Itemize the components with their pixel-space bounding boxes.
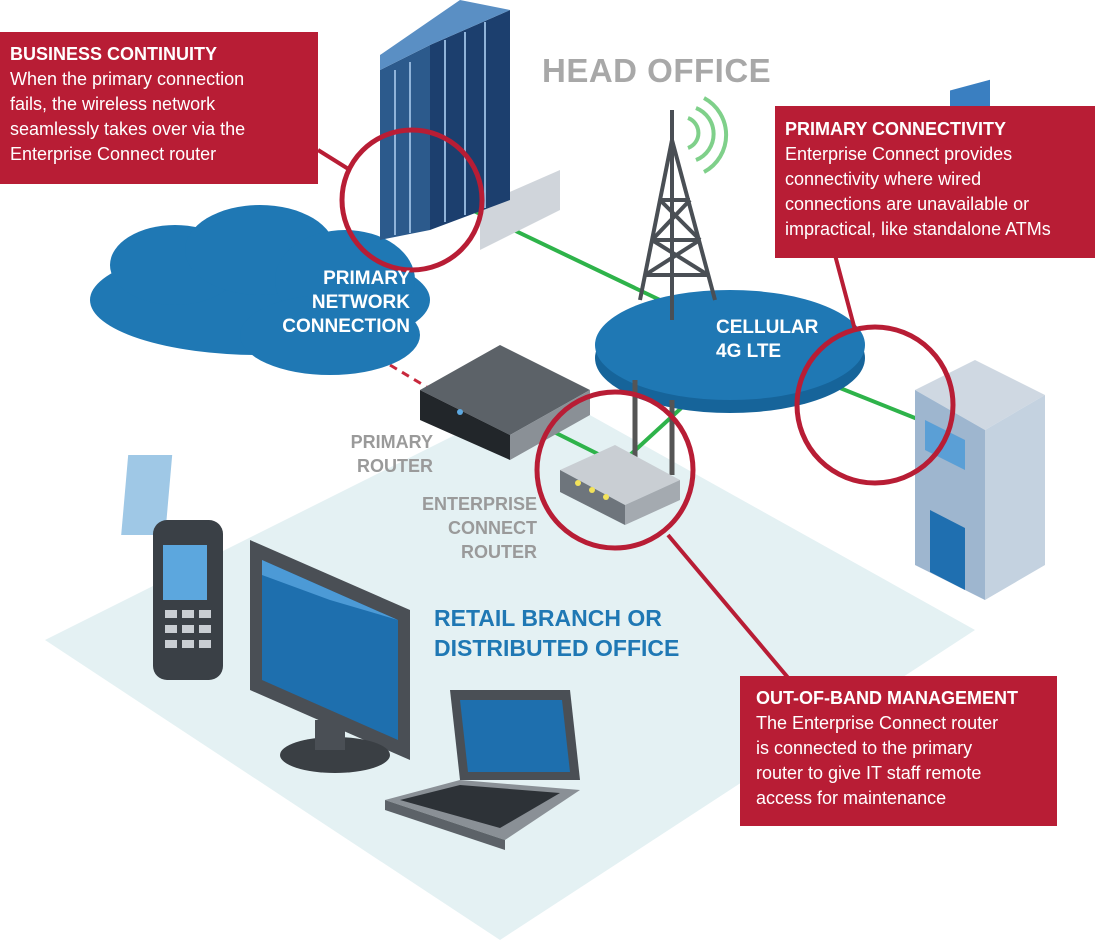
callout-business-continuity-line-1: When the primary connection bbox=[10, 69, 245, 89]
callout-business-continuity-line-3: seamlessly takes over via the bbox=[10, 119, 246, 139]
primary-network-line-1: PRIMARY bbox=[323, 268, 410, 289]
callout-out-of-band-line-4: access for maintenance bbox=[756, 788, 947, 808]
callout-business-continuity-line-2: fails, the wireless network bbox=[10, 94, 216, 114]
cell-tower-icon bbox=[638, 110, 717, 320]
atm-icon bbox=[915, 79, 1045, 600]
retail-line-2: DISTRIBUTED OFFICE bbox=[434, 635, 680, 661]
retail-line-1: RETAIL BRANCH OR bbox=[434, 605, 662, 631]
retail-branch-label: RETAIL BRANCH OR DISTRIBUTED OFFICE bbox=[434, 603, 679, 663]
callout-primary-connectivity-title: PRIMARY CONNECTIVITY bbox=[785, 119, 1007, 139]
leader-out-of-band bbox=[666, 533, 792, 682]
callout-business-continuity-title: BUSINESS CONTINUITY bbox=[10, 44, 218, 64]
cellular-label: CELLULAR 4G LTE bbox=[716, 316, 818, 364]
leader-primary-connectivity bbox=[833, 254, 857, 331]
primary-network-cloud bbox=[90, 205, 430, 375]
link-router-enterprise bbox=[549, 428, 601, 457]
laptop-icon bbox=[385, 690, 580, 850]
head-office-building-icon bbox=[380, 0, 560, 250]
callout-primary-connectivity-line-4: impractical, like standalone ATMs bbox=[785, 219, 1051, 239]
cellular-line-1: CELLULAR bbox=[716, 317, 819, 338]
head-office-label: HEAD OFFICE bbox=[542, 52, 772, 89]
callout-business-continuity-line-4: Enterprise Connect router bbox=[10, 144, 217, 164]
callout-primary-connectivity-line-3: connections are unavailable or bbox=[785, 194, 1030, 214]
primary-router-label: PRIMARY ROUTER bbox=[300, 430, 433, 478]
leader-business-continuity bbox=[316, 148, 352, 172]
primary-network-label: PRIMARY NETWORK CONNECTION bbox=[270, 267, 410, 339]
callout-out-of-band-line-1: The Enterprise Connect router bbox=[756, 713, 999, 733]
atm-highlight-circle bbox=[794, 324, 956, 486]
enterprise-router-line-1: ENTERPRISE bbox=[421, 494, 537, 514]
enterprise-router-line-3: ROUTER bbox=[461, 542, 537, 562]
primary-router-line-1: PRIMARY bbox=[350, 432, 433, 452]
callout-business-continuity: BUSINESS CONTINUITY When the primary con… bbox=[0, 32, 318, 184]
head-office-highlight-circle bbox=[339, 127, 485, 273]
enterprise-router-label: ENTERPRISE CONNECT ROUTER bbox=[380, 492, 537, 564]
callout-out-of-band-line-2: is connected to the primary bbox=[756, 738, 973, 758]
payment-terminal-icon bbox=[121, 455, 223, 680]
callout-primary-connectivity-line-2: connectivity where wired bbox=[785, 169, 982, 189]
callout-out-of-band-management: OUT-OF-BAND MANAGEMENT The Enterprise Co… bbox=[740, 676, 1057, 826]
cellular-line-2: 4G LTE bbox=[716, 341, 782, 362]
callout-primary-connectivity: PRIMARY CONNECTIVITY Enterprise Connect … bbox=[775, 106, 1095, 258]
enterprise-router-line-2: CONNECT bbox=[448, 518, 537, 538]
link-router-cellular bbox=[628, 398, 692, 457]
callout-out-of-band-title: OUT-OF-BAND MANAGEMENT bbox=[756, 688, 1018, 708]
enterprise-router-highlight-circle bbox=[534, 389, 696, 551]
retail-floor bbox=[45, 390, 975, 940]
callout-primary-connectivity-line-1: Enterprise Connect provides bbox=[785, 144, 1013, 164]
desktop-monitor-icon bbox=[250, 540, 410, 773]
wireless-signal-icon bbox=[687, 96, 729, 174]
callout-out-of-band-line-3: router to give IT staff remote bbox=[756, 763, 982, 783]
primary-network-line-3: CONNECTION bbox=[282, 316, 410, 337]
primary-router-line-2: ROUTER bbox=[357, 456, 433, 476]
primary-network-line-2: NETWORK bbox=[311, 292, 410, 313]
